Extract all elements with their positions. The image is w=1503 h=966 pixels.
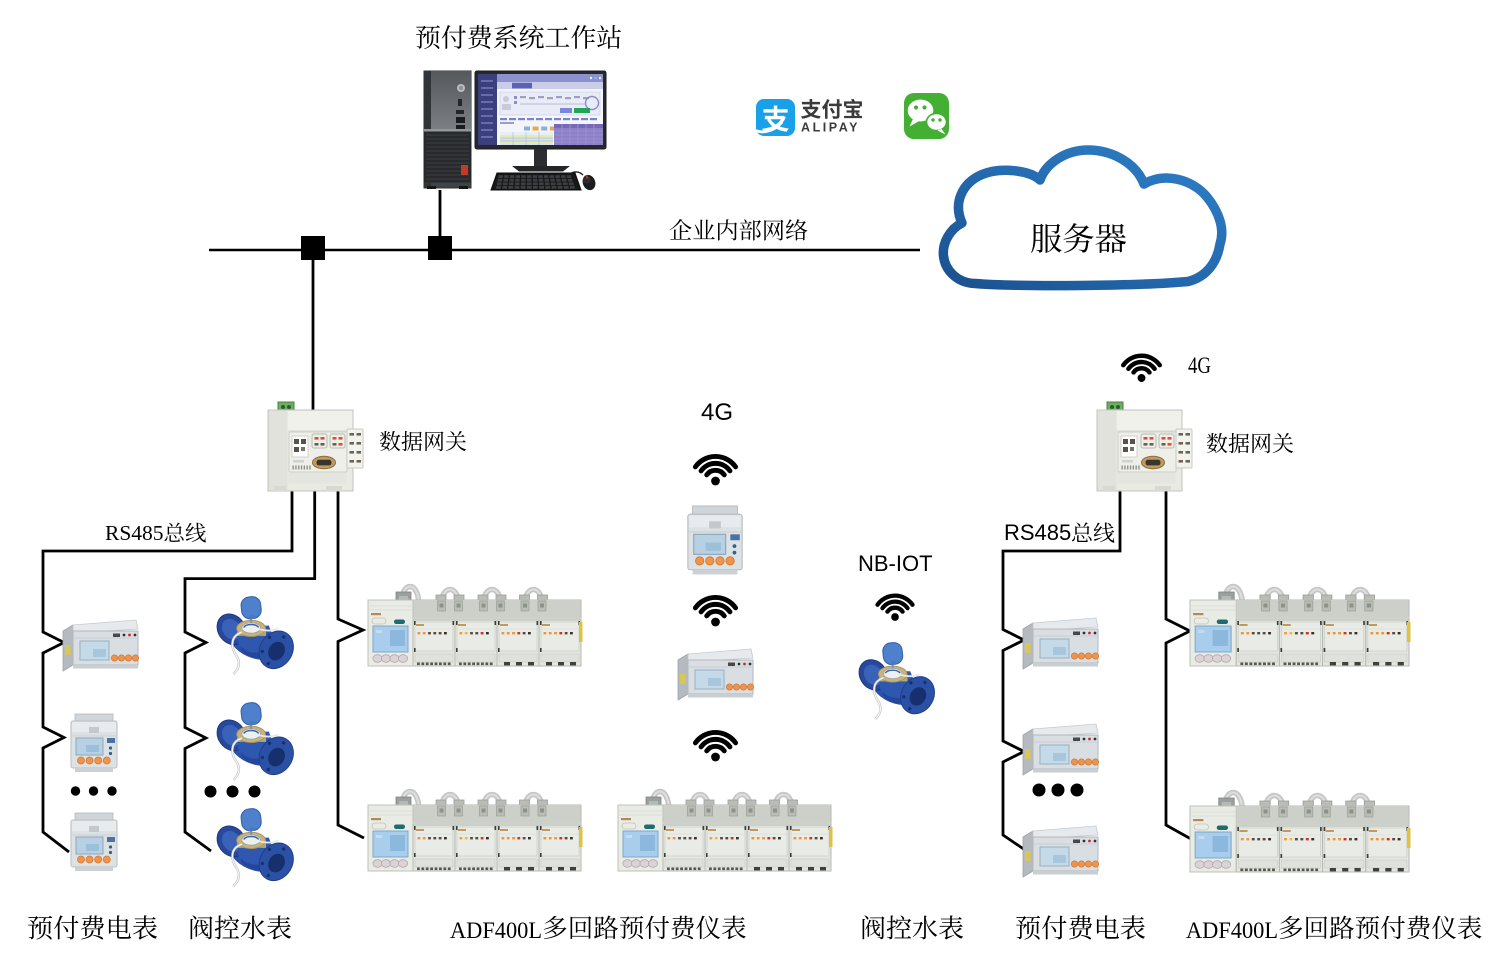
- svg-text:RS485: RS485: [1004, 520, 1071, 545]
- svg-text:NB-IOT: NB-IOT: [858, 551, 933, 576]
- svg-text:4G: 4G: [1188, 353, 1211, 378]
- svg-text:RS485: RS485: [105, 521, 164, 545]
- svg-text:4G: 4G: [701, 399, 733, 426]
- svg-text:ALIPAY: ALIPAY: [801, 121, 860, 135]
- svg-text:ADF400L: ADF400L: [450, 918, 542, 943]
- svg-text:ADF400L: ADF400L: [1186, 918, 1278, 943]
